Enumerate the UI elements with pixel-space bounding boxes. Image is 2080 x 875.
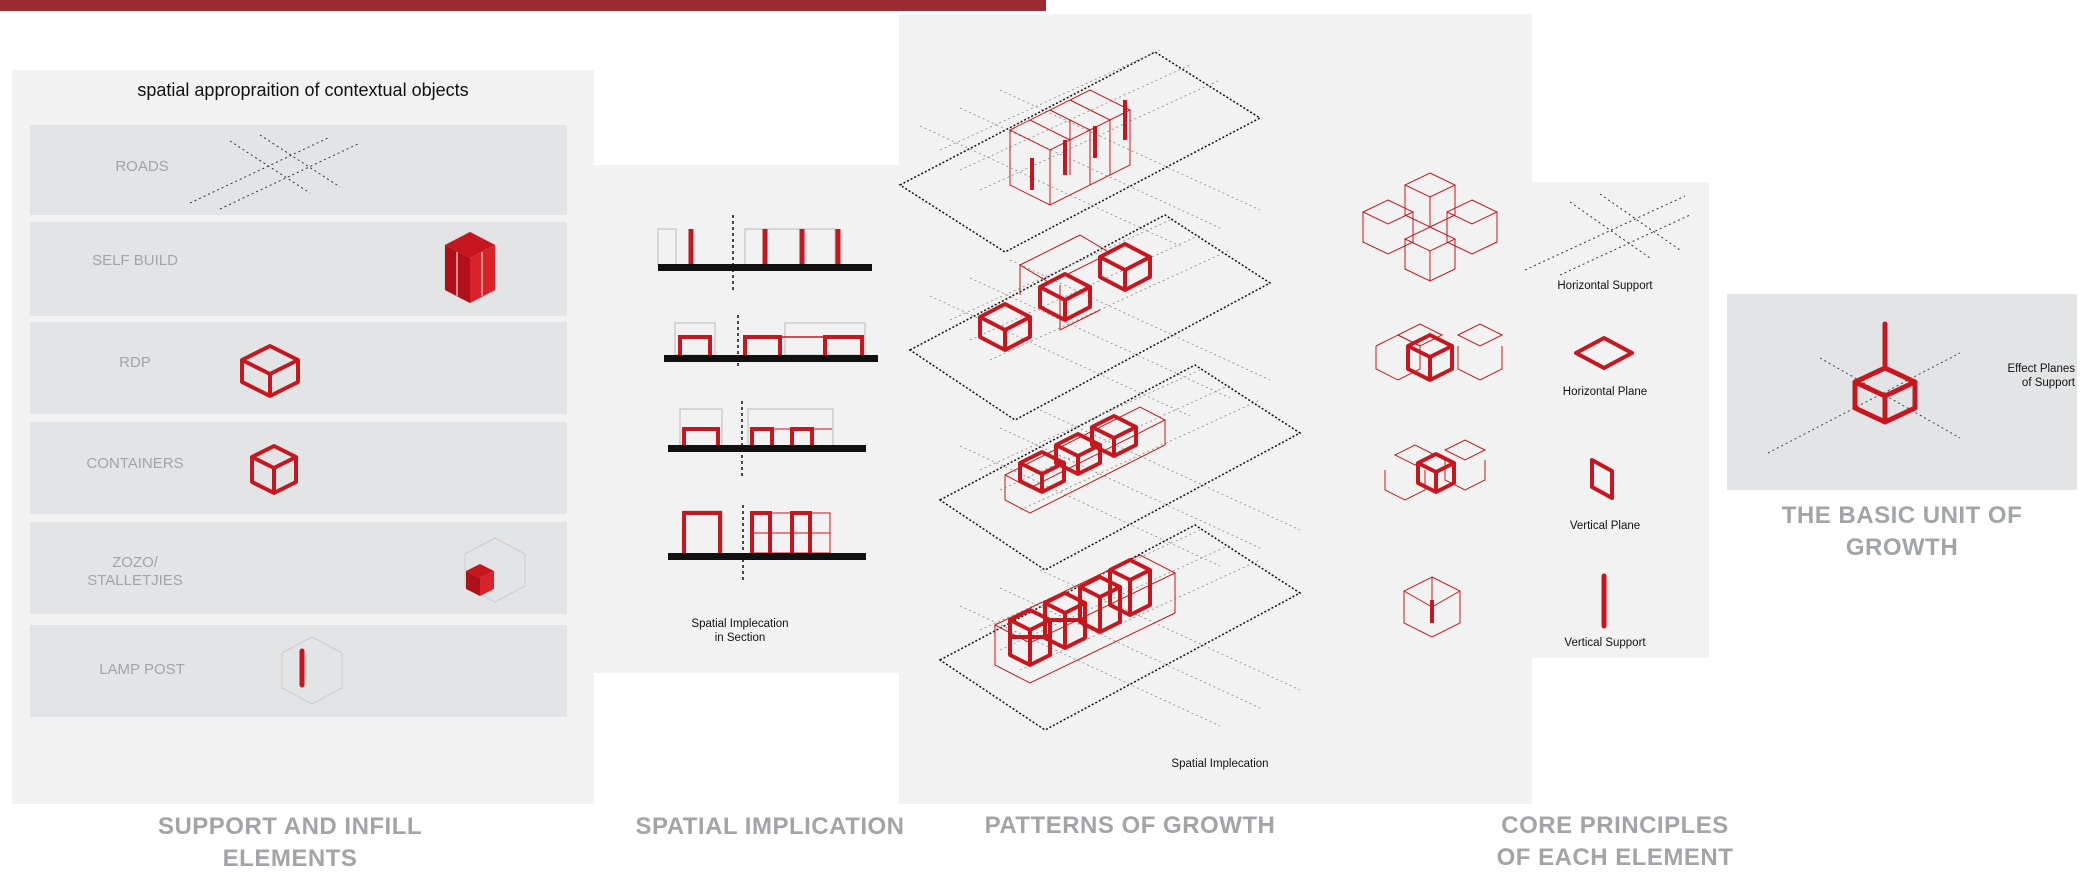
row-self-build: SELF BUILD (30, 222, 567, 316)
core-principles-panel (1531, 182, 1709, 658)
horizontal-plane-icon (1574, 336, 1634, 370)
row-zozo: ZOZO/ STALLETJIES (30, 522, 567, 614)
vertical-plane-icon (1590, 458, 1614, 500)
core-principle-icons (1524, 193, 1691, 629)
basic-unit-annotation: Effect Planes of Support (2007, 363, 2075, 389)
section-drawings (657, 215, 878, 581)
core-label-vertical-plane: Vertical Plane (1569, 520, 1641, 532)
row-roads: ROADS (30, 125, 567, 215)
growth-layer-2 (908, 214, 1272, 421)
support-panel-title: spatial appropraition of contextual obje… (137, 80, 469, 100)
section-title-support: SUPPORT AND INFILL ELEMENTS (157, 813, 423, 872)
row-containers: CONTAINERS (30, 422, 567, 514)
row-label-rdp: RDP (119, 354, 151, 371)
growth-patterns-drawing (898, 49, 1302, 731)
cluster-1 (1361, 172, 1499, 282)
core-label-vertical-support: Vertical Support (1564, 637, 1646, 649)
growth-layer-3 (938, 364, 1302, 571)
row-label-zozo: ZOZO/ STALLETJIES (87, 554, 183, 589)
section-1-drawing (657, 215, 872, 293)
core-label-horizontal-plane: Horizontal Plane (1562, 386, 1648, 398)
cluster-4 (1403, 576, 1461, 638)
basic-unit-title: THE BASIC UNIT OF GROWTH (1781, 502, 2023, 561)
section-title-spatial: SPATIAL IMPLICATION (635, 813, 905, 840)
section-title-core: CORE PRINCIPLES OF EACH ELEMENT (1496, 812, 1734, 871)
row-rdp: RDP (30, 322, 567, 414)
row-label-lamp-post: LAMP POST (99, 661, 185, 678)
row-lamp-post: LAMP POST (30, 625, 567, 717)
zozo-small-cube-icon (464, 537, 526, 603)
basic-unit-drawing (1767, 321, 1961, 454)
patterns-caption: Spatial Implecation (1171, 758, 1269, 770)
section-2-drawing (664, 315, 878, 367)
roads-grid-icon (189, 134, 361, 210)
core-cluster-drawings (1361, 172, 1504, 638)
rdp-box-icon (240, 344, 300, 398)
lamp-post-icon (281, 636, 343, 705)
container-box-icon (250, 444, 298, 495)
section-caption: Spatial Implecation in Section (691, 618, 789, 644)
growth-layer-1 (898, 49, 1262, 253)
patterns-of-growth-panel (899, 14, 1532, 804)
section-4-drawing (668, 505, 866, 581)
cluster-3 (1384, 439, 1487, 501)
spatial-implication-panel (594, 165, 900, 673)
row-label-self-build: SELF BUILD (92, 252, 178, 269)
core-label-horizontal-support: Horizontal Support (1557, 280, 1653, 292)
top-accent-bar (0, 0, 1046, 11)
horizontal-support-icon (1524, 193, 1691, 276)
section-3-drawing (668, 401, 866, 477)
row-label-roads: ROADS (115, 158, 169, 175)
row-label-containers: CONTAINERS (86, 455, 184, 472)
growth-layer-4 (938, 524, 1302, 731)
cluster-2 (1375, 323, 1504, 382)
section-title-patterns: PATTERNS OF GROWTH (984, 812, 1276, 839)
basic-unit-panel (1727, 294, 2077, 490)
self-build-tall-box-icon (444, 231, 496, 304)
